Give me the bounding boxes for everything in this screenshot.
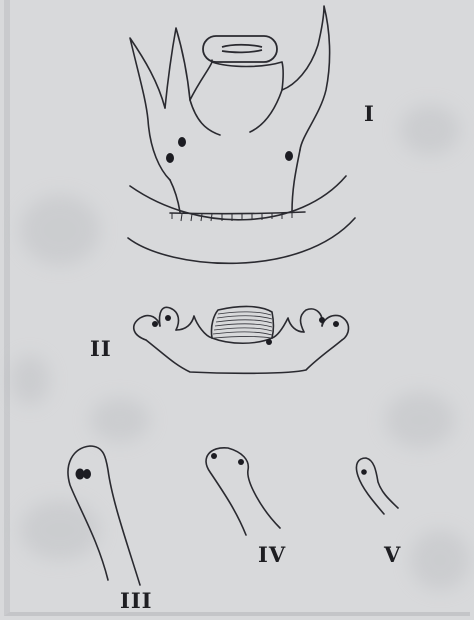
appendage-5-outline — [356, 458, 398, 514]
figure-label-1: I — [364, 101, 375, 126]
figure-label-5: V — [384, 542, 401, 567]
figure-label-2: II — [90, 336, 112, 361]
figure-label-3: III — [120, 588, 152, 613]
figure-label-4: IV — [258, 542, 286, 567]
